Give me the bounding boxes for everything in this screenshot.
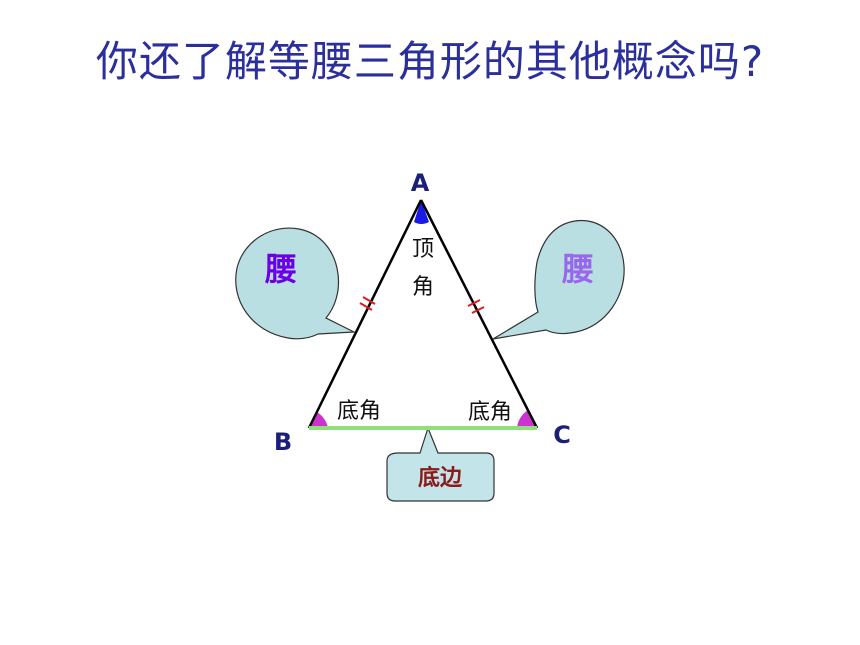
vertex-a-label: A	[411, 169, 430, 197]
leg-left-label: 腰	[265, 250, 297, 288]
apex-angle-label-line2: 角	[412, 275, 434, 300]
leg-right-label: 腰	[562, 250, 594, 288]
leg-left-bubble	[235, 227, 357, 340]
tick-marks-left	[359, 296, 376, 311]
tick-marks-right	[467, 299, 485, 314]
base-callout: 底边	[386, 426, 495, 502]
base-angle-right-marker	[517, 410, 537, 428]
base-angle-left-marker	[310, 412, 328, 428]
apex-angle-marker	[414, 200, 429, 224]
base-angle-left-label: 底角	[337, 399, 381, 424]
vertex-c-label: C	[553, 421, 571, 449]
apex-angle-label-line1: 顶	[412, 237, 434, 262]
side-ac	[419, 199, 539, 429]
page-title: 你还了解等腰三角形的其他概念吗?	[95, 37, 765, 86]
base-label: 底边	[418, 465, 463, 491]
side-ab	[307, 199, 423, 429]
vertex-b-label: B	[274, 428, 292, 456]
base-bubble	[386, 426, 495, 502]
leg-right-callout: 腰	[492, 219, 625, 340]
leg-right-bubble	[492, 219, 625, 340]
leg-left-callout: 腰	[235, 227, 357, 340]
base-angle-right-label: 底角	[468, 400, 512, 425]
